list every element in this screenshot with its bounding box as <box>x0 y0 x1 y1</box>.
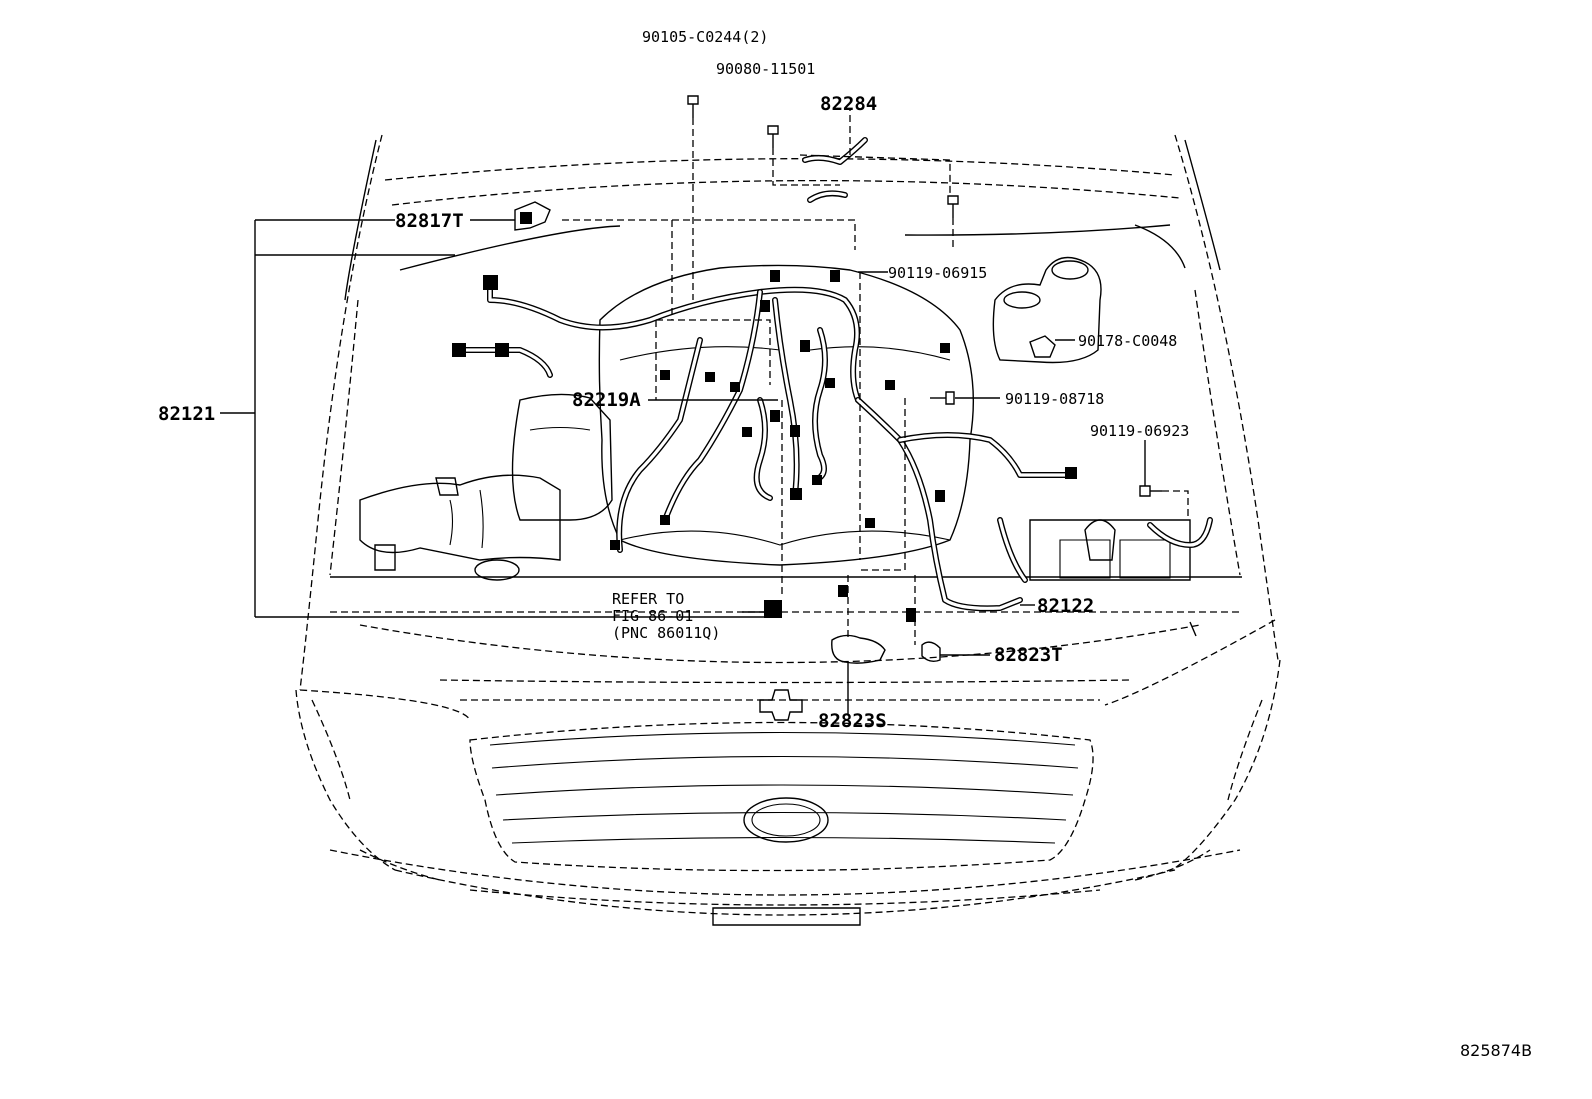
label-90119-06915: 90119-06915 <box>888 264 987 282</box>
label-82122: 82122 <box>1037 595 1094 617</box>
label-90080-11501: 90080-11501 <box>716 60 815 78</box>
small-parts <box>514 95 1162 664</box>
label-82823s: 82823S <box>818 710 887 732</box>
label-82121: 82121 <box>158 403 215 425</box>
refer-line-3: (PNC 86011Q) <box>612 624 720 642</box>
engine-wire-harness <box>452 270 1077 622</box>
part-labels: 90105-C0244(2) 90080-11501 82284 82817T … <box>158 28 1532 1060</box>
label-90119-08718: 90119-08718 <box>1005 390 1104 408</box>
leader-lines <box>220 110 1189 715</box>
diagram-id: 825874B <box>1460 1041 1532 1060</box>
label-82817t: 82817T <box>395 210 464 232</box>
label-82219a: 82219A <box>572 389 641 411</box>
engine-compartment <box>359 256 1213 581</box>
label-90178-c0048: 90178-C0048 <box>1078 332 1177 350</box>
label-90119-06923: 90119-06923 <box>1090 422 1189 440</box>
label-82284: 82284 <box>820 93 877 115</box>
label-82823t: 82823T <box>994 644 1063 666</box>
label-90105-c0244: 90105-C0244(2) <box>642 28 768 46</box>
refer-line-1: REFER TO <box>612 590 684 608</box>
refer-line-2: FIG 86-01 <box>612 607 693 625</box>
vehicle-outline <box>295 134 1281 926</box>
